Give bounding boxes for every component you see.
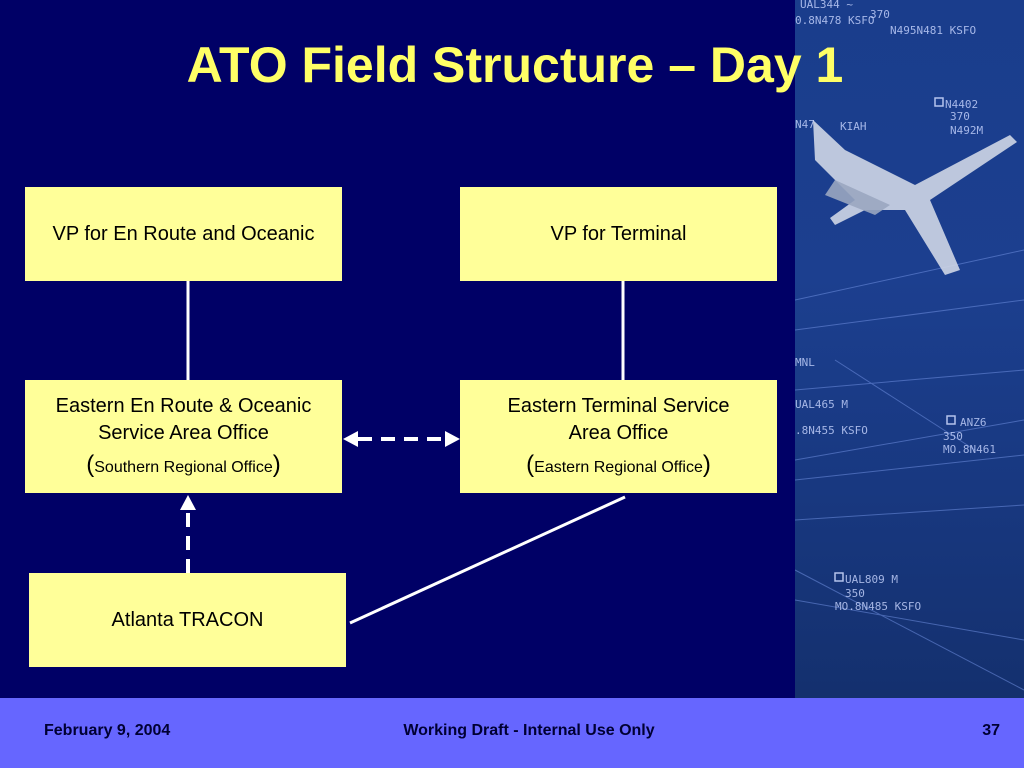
footer-date: February 9, 2004 [44, 722, 171, 739]
radar-label: 370 [950, 110, 970, 123]
dashed-up-arrow [180, 495, 196, 573]
radar-label: MO.8N461 [943, 443, 996, 456]
slide-title: ATO Field Structure – Day 1 [186, 37, 844, 93]
open-paren: ( [526, 450, 535, 478]
vp-terminal-box: VP for Terminal [460, 187, 777, 281]
regional-office-label: (Eastern Regional Office) [526, 451, 711, 481]
slide-footer: February 9, 2004 Working Draft - Interna… [0, 698, 1024, 768]
radar-label: N47 [795, 118, 815, 131]
eastern-en-route-oceanic-box: Eastern En Route & Oceanic Service Area … [25, 380, 342, 493]
radar-label: MNL [795, 356, 815, 369]
box-label: VP for En Route and Oceanic [52, 222, 315, 245]
atlanta-tracon-box: Atlanta TRACON [29, 573, 346, 667]
vp-en-route-oceanic-box: VP for En Route and Oceanic [25, 187, 342, 281]
radar-label: ANZ6 [960, 416, 987, 429]
box-label-line2: Service Area Office [98, 421, 269, 444]
regional-office-name: Eastern Regional Office [534, 458, 703, 476]
radar-label: N495N481 KSFO [890, 24, 977, 37]
radar-label: 0.8N478 KSFO [795, 14, 875, 27]
connector-lines [180, 281, 626, 625]
regional-office-label: (Southern Regional Office) [86, 451, 280, 481]
regional-office-name: Southern Regional Office [94, 458, 273, 476]
radar-label: N492M [950, 124, 984, 137]
radar-label: 350 [943, 430, 963, 443]
box-label-line1: Eastern En Route & Oceanic [55, 394, 312, 417]
box-label: Atlanta TRACON [111, 608, 264, 631]
airplane-radar-image: UAL344 ~ 370 0.8N478 KSFO N495N481 KSFO … [795, 0, 1024, 698]
radar-graphic [795, 97, 1024, 691]
airplane-icon [813, 120, 1017, 275]
connector-atlanta-to-eastern-terminal [349, 495, 626, 625]
radar-label: .8N455 KSFO [795, 424, 868, 437]
radar-label: UAL809 M [845, 573, 898, 586]
radar-label: MO.8N485 KSFO [835, 600, 922, 613]
box-label: VP for Terminal [550, 222, 687, 245]
eastern-terminal-service-box: Eastern Terminal Service Area Office (Ea… [460, 380, 777, 493]
radar-label: UAL344 ~ [800, 0, 853, 11]
radar-label: N4402 [945, 98, 979, 111]
page-number: 37 [982, 722, 1000, 739]
open-paren: ( [86, 450, 95, 478]
box-label-line1: Eastern Terminal Service [507, 394, 730, 417]
radar-label: KIAH [840, 120, 867, 133]
dashed-double-arrow [343, 431, 460, 447]
radar-label: 370 [870, 8, 890, 21]
close-paren: ) [272, 450, 281, 478]
radar-label: 350 [845, 587, 865, 600]
box-label-line2: Area Office [568, 421, 669, 444]
footer-notice: Working Draft - Internal Use Only [403, 722, 655, 739]
close-paren: ) [702, 450, 711, 478]
radar-label: UAL465 M [795, 398, 848, 411]
